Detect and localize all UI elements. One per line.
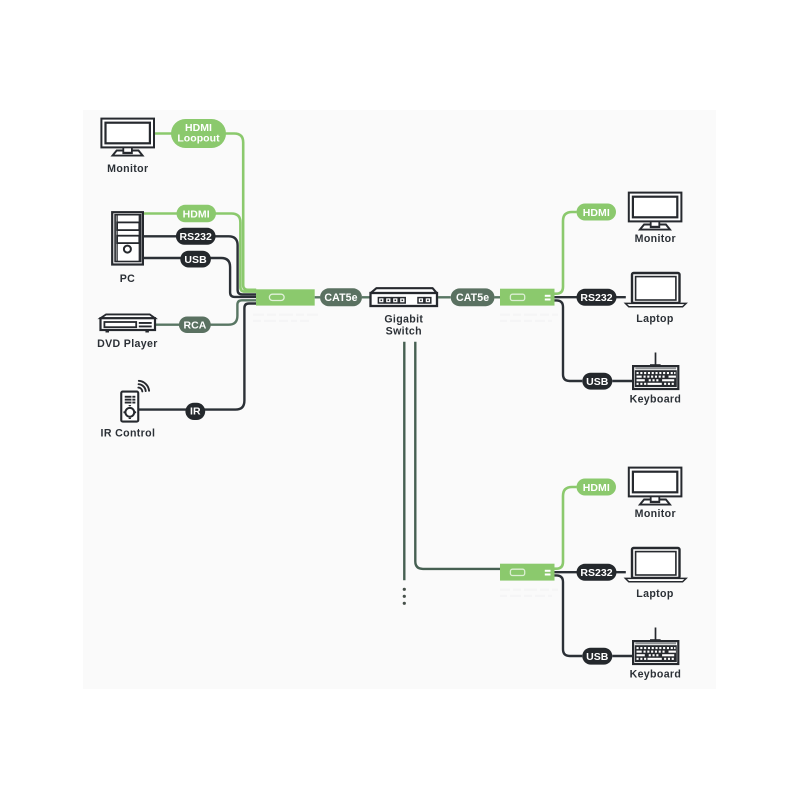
svg-text:PC: PC — [120, 273, 135, 285]
svg-text:Switch: Switch — [386, 326, 422, 338]
svg-text:IR Control: IR Control — [101, 427, 156, 439]
svg-text:Loopout: Loopout — [177, 132, 220, 144]
svg-text:Gigabit: Gigabit — [384, 314, 423, 326]
svg-text:CAT5e: CAT5e — [324, 292, 357, 304]
svg-text:Monitor: Monitor — [107, 163, 148, 175]
svg-text:RCA: RCA — [183, 320, 206, 332]
svg-text:IR: IR — [190, 405, 201, 417]
svg-text:HDMI: HDMI — [185, 122, 212, 134]
svg-text:RS232: RS232 — [180, 231, 212, 243]
svg-text:HDMI: HDMI — [183, 208, 210, 220]
svg-text:CAT5e: CAT5e — [456, 292, 489, 304]
svg-text:USB: USB — [184, 254, 207, 266]
svg-text:DVD Player: DVD Player — [97, 338, 158, 350]
